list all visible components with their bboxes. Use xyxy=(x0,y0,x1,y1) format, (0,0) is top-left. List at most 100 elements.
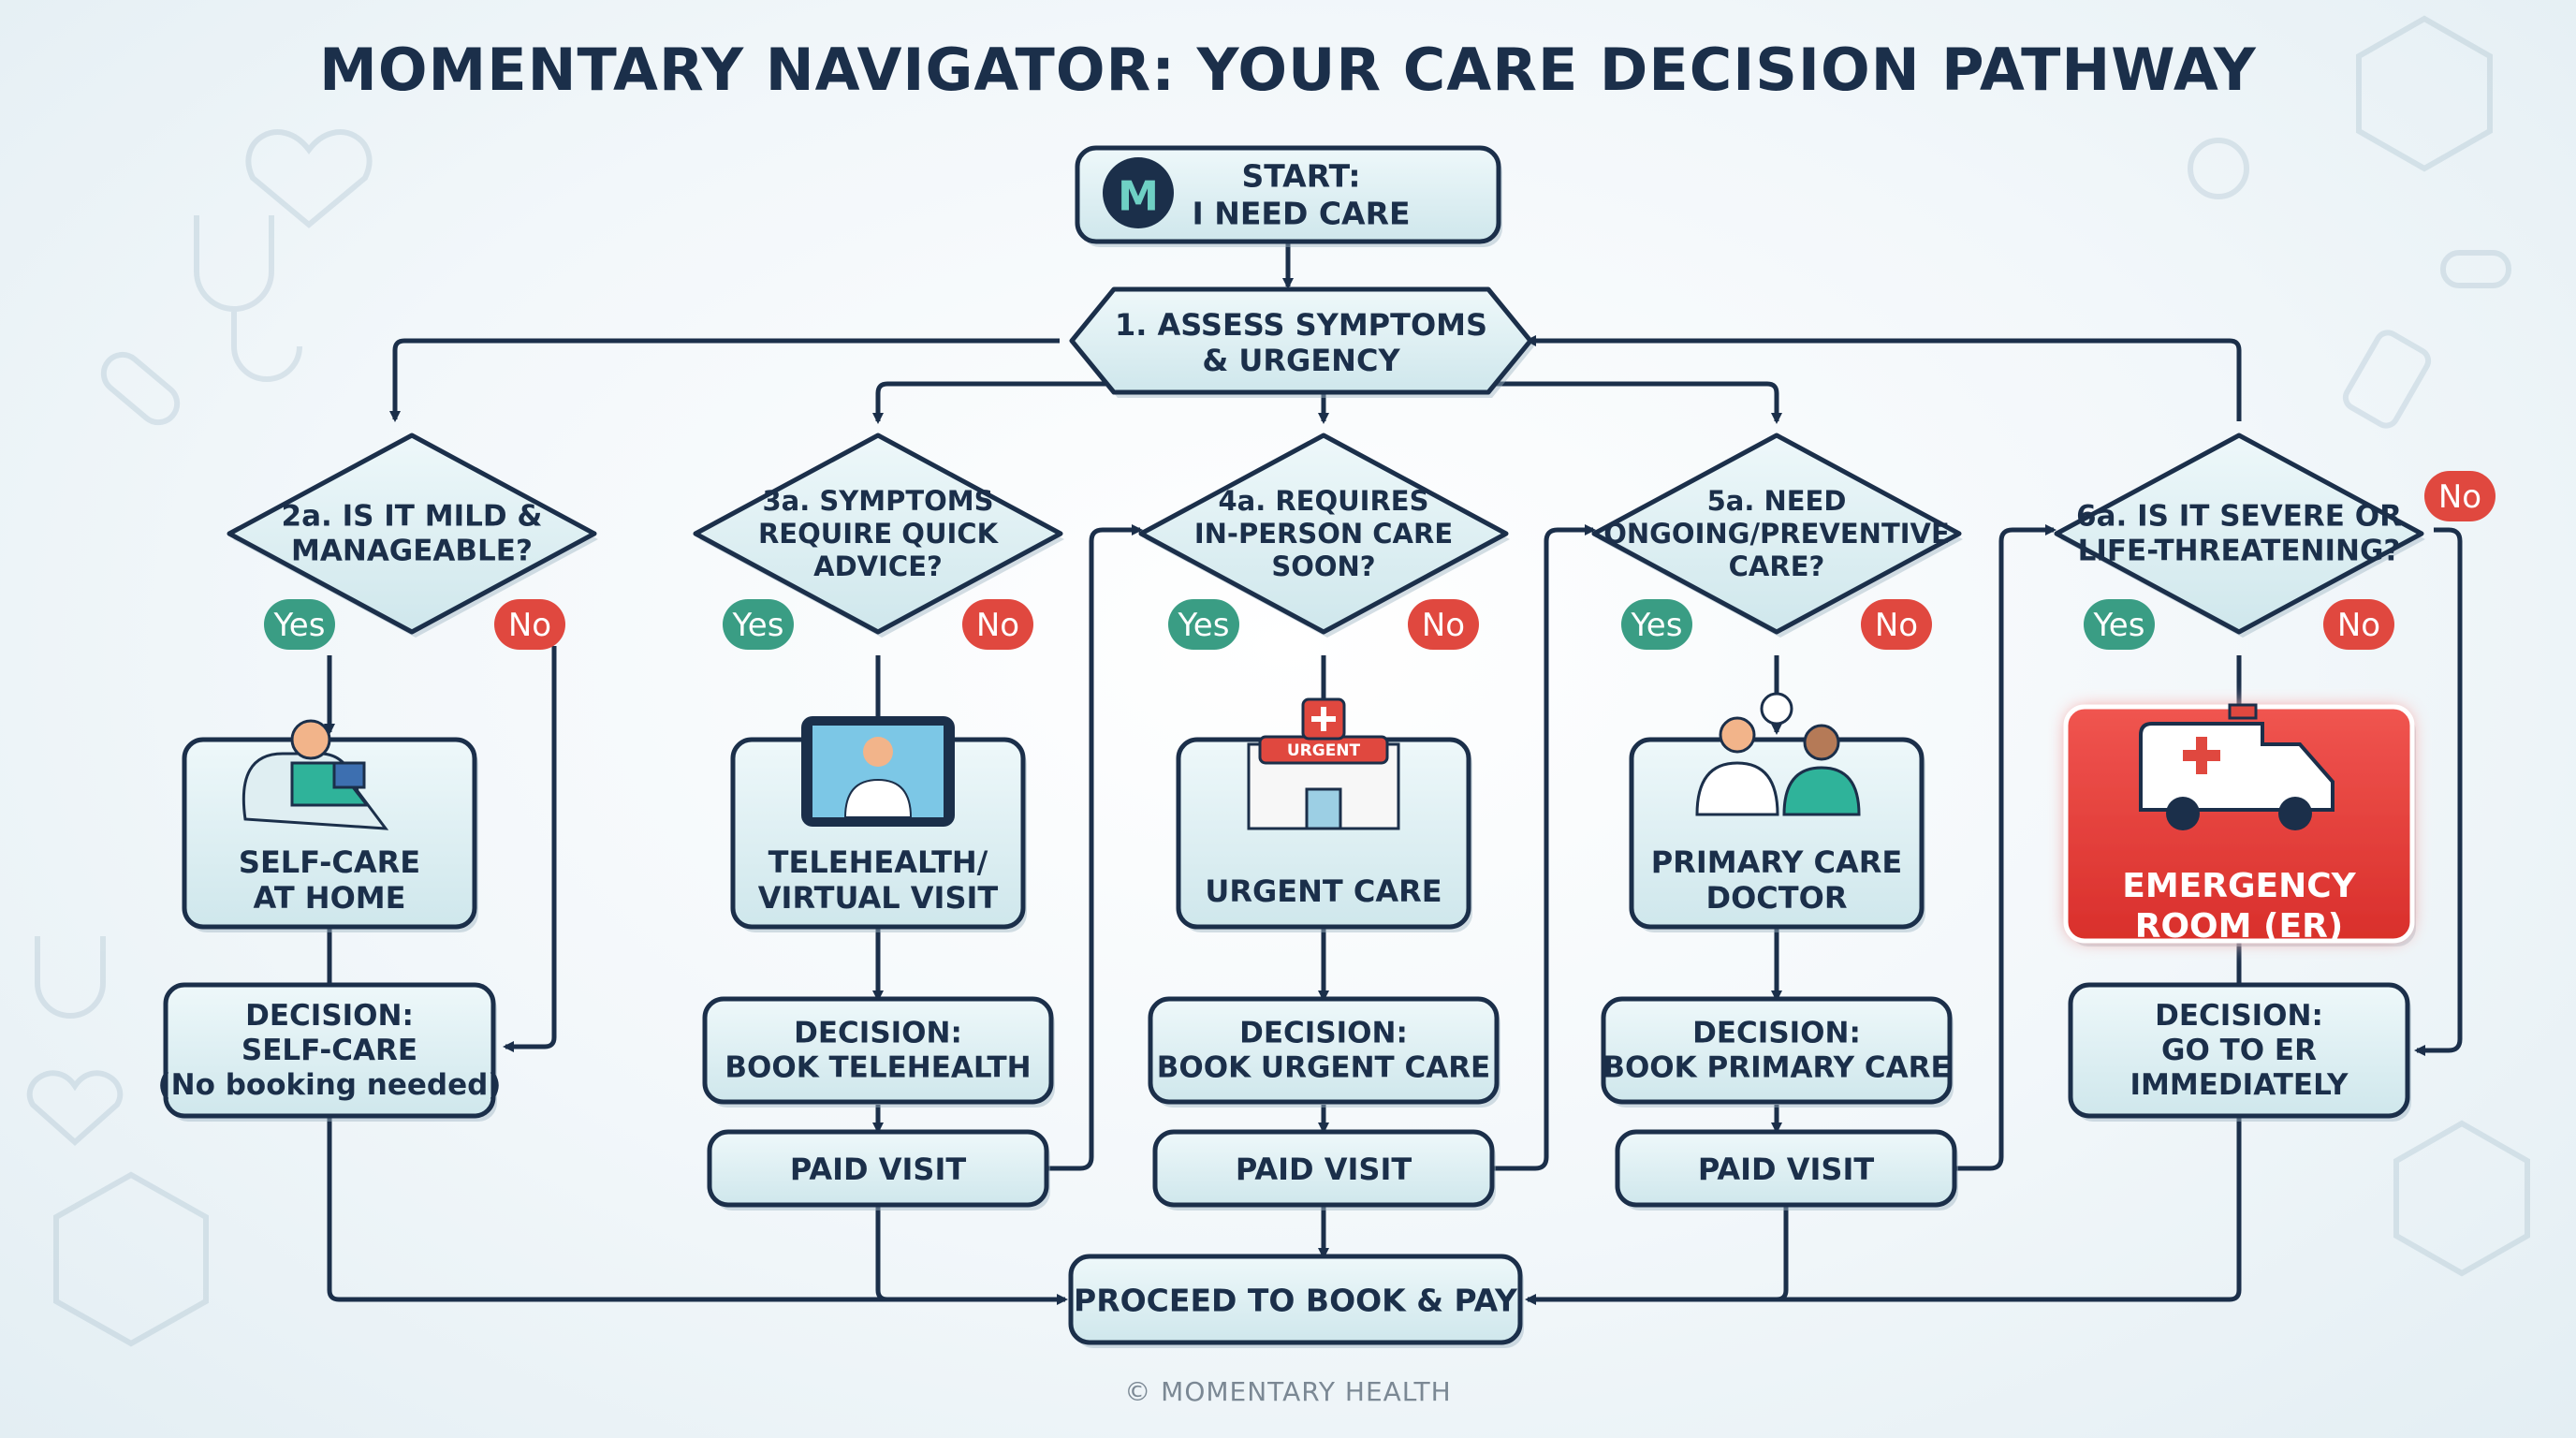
node-shape xyxy=(693,433,1063,635)
page-title: MOMENTARY NAVIGATOR: YOUR CARE DECISION … xyxy=(319,36,2257,104)
question-diamond-1: 2a. IS IT MILD &MANAGEABLE? xyxy=(227,433,598,638)
node-shape xyxy=(2054,433,2424,635)
person-reading-icon xyxy=(242,719,389,830)
edge-no-col2 xyxy=(1043,524,1143,1171)
decision-box-1[interactable]: DECISION:SELF-CARE(No booking needed) xyxy=(158,982,502,1122)
node-label-line: (No booking needed) xyxy=(158,1068,502,1102)
edge-assess-col1 xyxy=(389,338,1060,422)
pill-shape xyxy=(723,599,794,650)
edge-col1-to-proceed xyxy=(327,1107,1068,1305)
no-pill: No xyxy=(2424,471,2496,521)
paid-visit-button[interactable]: PAID VISIT xyxy=(1152,1129,1496,1211)
capsule-icon xyxy=(2440,250,2511,288)
node-shape xyxy=(1148,996,1500,1105)
care-option-2[interactable]: TELEHEALTH/VIRTUAL VISIT xyxy=(730,716,1027,932)
hexagon-decoration xyxy=(53,1171,209,1347)
node-shape xyxy=(1615,1129,1957,1208)
heart-pulse-icon xyxy=(245,129,373,228)
node-label-line: DECISION: xyxy=(245,999,414,1033)
target-icon xyxy=(2188,138,2249,199)
node-shape xyxy=(1068,1254,1523,1345)
pill-label: No xyxy=(508,607,551,644)
tablet-doctor-icon xyxy=(801,716,955,827)
urgent-sign-label: URGENT xyxy=(1287,741,1361,760)
pill-icon xyxy=(100,351,181,426)
node-label-line: CARE? xyxy=(1729,550,1825,582)
node-label-line: REQUIRE QUICK xyxy=(758,518,1000,550)
node-shape xyxy=(1075,145,1501,244)
pill-shape xyxy=(494,599,565,650)
pill-shape xyxy=(2084,599,2155,650)
urgent-care-building-icon: URGENT xyxy=(1247,697,1400,830)
proceed-to-book-button[interactable]: PROCEED TO BOOK & PAY xyxy=(1068,1254,1524,1348)
yes-pill: Yes xyxy=(723,599,794,650)
node-label-line: DECISION: xyxy=(2155,999,2323,1033)
edge-no-col3 xyxy=(1492,524,1596,1171)
momentary-logo-icon xyxy=(1103,157,1174,228)
pill-label: Yes xyxy=(273,607,326,644)
node-label-line: ONGOING/PREVENTIVE xyxy=(1603,518,1950,550)
decision-box-2[interactable]: DECISION:BOOK TELEHEALTH xyxy=(702,996,1055,1108)
paid-visit-button[interactable]: PAID VISIT xyxy=(1615,1129,1958,1211)
pill-label: Yes xyxy=(1631,607,1683,644)
node-label-line: 2a. IS IT MILD & xyxy=(282,499,543,533)
pill-shape xyxy=(1408,599,1479,650)
node-label-line: AT HOME xyxy=(254,880,406,916)
node-shape xyxy=(1601,996,1953,1105)
edge-no-col1 xyxy=(503,646,557,1052)
pill-label: Yes xyxy=(2093,607,2145,644)
pill-shape xyxy=(2323,599,2394,650)
node-label-line: START: xyxy=(1241,158,1360,195)
yes-pill: Yes xyxy=(264,599,335,650)
stethoscope-icon xyxy=(35,936,106,1019)
node-label-line: 4a. REQUIRES xyxy=(1218,485,1428,517)
node-label-line: GO TO ER xyxy=(2161,1034,2317,1067)
node-shape xyxy=(1138,433,1509,635)
node-shape xyxy=(702,996,1054,1105)
paid-visit-button[interactable]: PAID VISIT xyxy=(707,1129,1050,1211)
pill-label: No xyxy=(1422,607,1465,644)
node-label-line: URGENT CARE xyxy=(1205,873,1442,909)
pill-label: Yes xyxy=(1178,607,1230,644)
pill-bottle-icon xyxy=(2342,330,2432,429)
clock-icon xyxy=(1760,692,1793,726)
no-pill: No xyxy=(2323,599,2394,650)
node-label-line: BOOK URGENT CARE xyxy=(1157,1051,1491,1085)
no-pill: No xyxy=(1861,599,1932,650)
node-shape xyxy=(2068,982,2410,1119)
care-option-3[interactable]: URGENT URGENT CARE xyxy=(1176,697,1472,932)
node-label-line: LIFE-THREATENING? xyxy=(2078,535,2401,568)
node-label-line: VIRTUAL VISIT xyxy=(758,880,999,916)
yes-pill: Yes xyxy=(1168,599,1239,650)
edge-col5-to-proceed xyxy=(1528,1107,2242,1302)
pill-shape xyxy=(1168,599,1239,650)
node-shape xyxy=(1152,1129,1495,1208)
connectors xyxy=(324,242,2463,1305)
yes-pill: Yes xyxy=(2084,599,2155,650)
node-label-line: 6a. IS IT SEVERE OR xyxy=(2076,499,2402,533)
node-shape xyxy=(227,433,597,635)
paid-visit-label: PAID VISIT xyxy=(1698,1152,1875,1187)
node-label-line: DECISION: xyxy=(1239,1016,1408,1049)
edge-col2-to-proceed xyxy=(875,1206,1065,1302)
node-shape xyxy=(707,1129,1049,1208)
pill-label: No xyxy=(976,607,1019,644)
node-label-line: I NEED CARE xyxy=(1192,195,1410,231)
node-label-line: ROOM (ER) xyxy=(2135,907,2344,946)
paid-visit-label: PAID VISIT xyxy=(790,1152,967,1187)
node-label-line: EMERGENCY xyxy=(2122,867,2356,905)
edge-no-col4 xyxy=(1956,524,2056,1171)
decision-box-3[interactable]: DECISION:BOOK URGENT CARE xyxy=(1148,996,1500,1108)
decision-box-4[interactable]: DECISION:BOOK PRIMARY CARE xyxy=(1601,996,1954,1108)
yes-pill: Yes xyxy=(1621,599,1692,650)
